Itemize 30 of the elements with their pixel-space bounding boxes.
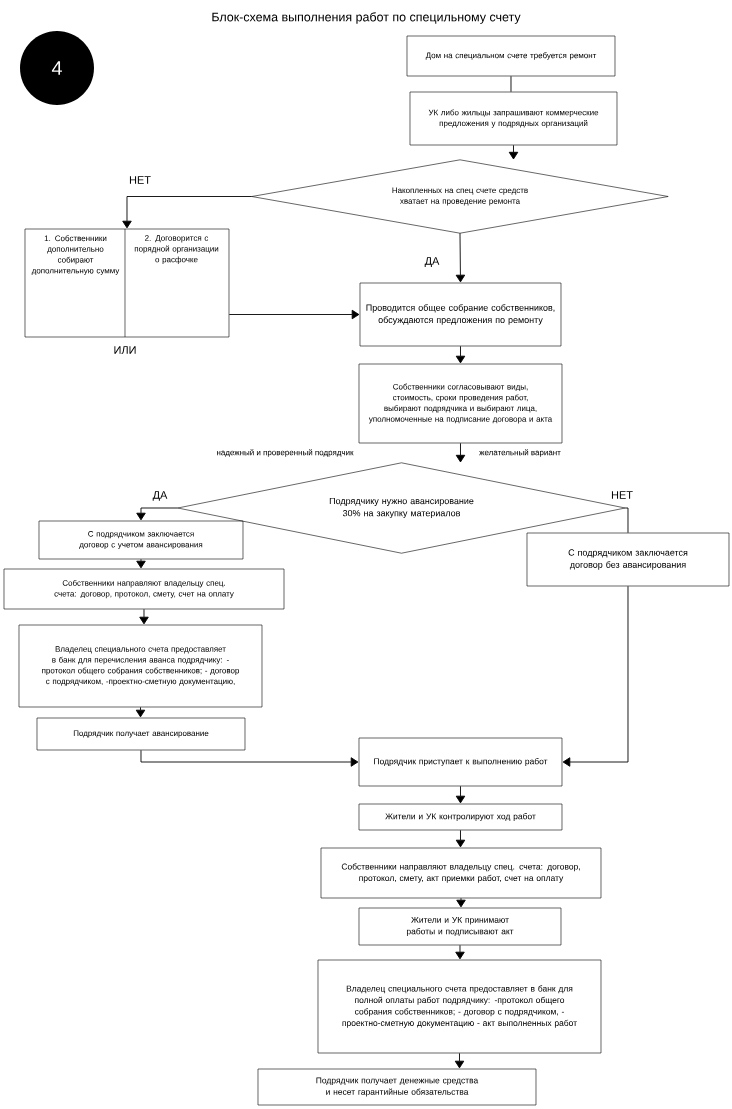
process-box: Жители и УК контролируют ход работ	[358, 803, 563, 831]
arrow	[455, 232, 466, 283]
arrow	[135, 706, 146, 718]
process-box: С подрядчиком заключается договор без авансирования	[526, 532, 730, 587]
edge-label: НЕТ	[128, 175, 152, 185]
edge-label: ДА	[423, 256, 441, 268]
arrow	[136, 558, 146, 569]
arrow	[562, 585, 629, 767]
arrow	[456, 897, 466, 908]
arrow	[140, 749, 359, 767]
process-box: Владелец специального счета предоставляет в банк для полной оплаты работ подрядчику: -протокол общего собрания собственников; - договор с подрядчиком, -проектно-сметную документацию - акт выполненных работ	[317, 959, 602, 1054]
arrow	[455, 345, 466, 364]
arrow	[455, 944, 465, 960]
arrow	[122, 196, 253, 229]
arrow	[228, 309, 360, 320]
arrow	[455, 442, 466, 463]
arrow	[508, 144, 519, 160]
process-box: Жители и УК принимают работы и подписывают акт	[358, 907, 562, 946]
edge-label: НЕТ	[610, 490, 634, 500]
process-box: Собственники направляют владельцу спец. счета: договор, протокол, смету, акт приемки работ, счет на оплату	[320, 847, 602, 899]
process-box: Проводится общее собрание собственников, обсуждаются предложения по ремонту	[359, 282, 562, 347]
arrow	[455, 785, 466, 804]
arrow	[455, 829, 466, 848]
arrow	[136, 507, 179, 521]
arrow	[454, 1052, 465, 1069]
arrow	[139, 608, 149, 625]
edge-label: ДА	[151, 490, 169, 502]
process-box: Подрядчик получает денежные средства и несет гарантийные обязательства	[257, 1068, 537, 1106]
process-box: Подрядчик приступает к выполнению работ	[358, 737, 563, 787]
title: Блок-схема выполнения работ по специльному счету	[212, 12, 521, 24]
